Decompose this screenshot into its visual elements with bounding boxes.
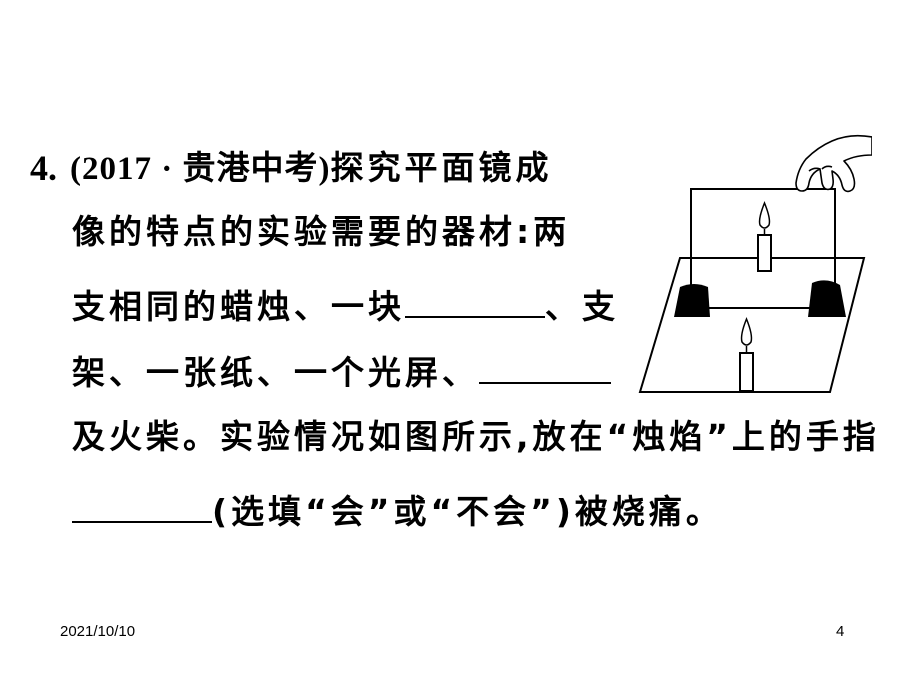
- question-line-1: (2017 · 贵港中考)探究平面镜成: [70, 148, 552, 189]
- glass-plate: [690, 188, 836, 309]
- answer-blank-3[interactable]: [72, 487, 212, 523]
- answer-blank-2[interactable]: [479, 348, 611, 384]
- question-source: (2017 · 贵港中考): [70, 151, 331, 187]
- question-line-3-b: 、支: [545, 287, 619, 326]
- question-line-4-a: 架、一张纸、一个光屏、: [72, 353, 479, 392]
- hand-icon: [795, 134, 872, 193]
- candle-behind-flame-icon: [758, 201, 771, 229]
- candle-front-flame-icon: [740, 317, 753, 346]
- question-line-6: (选填“会”或“不会”)被烧痛。: [72, 487, 723, 532]
- question-line-4: 架、一张纸、一个光屏、: [72, 348, 611, 393]
- question-line-1-text: 探究平面镜成: [330, 148, 553, 187]
- question-line-6-b: (选填“会”或“不会”)被烧痛。: [212, 492, 723, 531]
- plane-mirror-experiment-figure: [638, 134, 872, 393]
- footer-page-number: 4: [836, 623, 845, 640]
- question-line-3: 支相同的蜡烛、一块 、支: [72, 282, 619, 327]
- question-line-5: 及火柴。实验情况如图所示,放在“烛焰”上的手指: [72, 417, 880, 456]
- footer-date: 2021/10/10: [60, 623, 136, 640]
- candle-behind-glass: [757, 234, 772, 272]
- question-line-2: 像的特点的实验需要的器材:两: [72, 212, 571, 251]
- question-line-3-a: 支相同的蜡烛、一块: [72, 287, 405, 326]
- left-support-block: [674, 284, 710, 317]
- right-support-block: [808, 280, 846, 317]
- question-number: 4.: [30, 148, 57, 188]
- candle-in-front: [739, 352, 754, 392]
- answer-blank-1[interactable]: [405, 282, 545, 318]
